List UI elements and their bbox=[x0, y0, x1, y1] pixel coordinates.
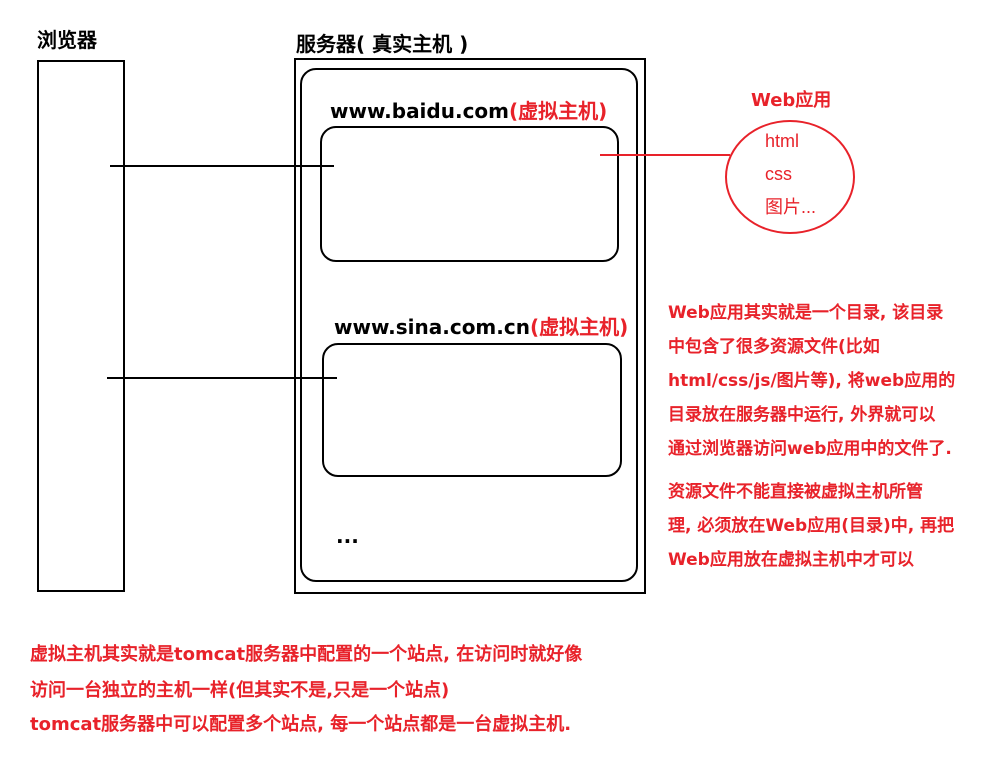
note-para1-line: Web应用其实就是一个目录, 该目录 bbox=[668, 303, 944, 323]
host-domain: www.sina.com.cn bbox=[334, 315, 530, 339]
connector-browser-host2 bbox=[107, 377, 337, 379]
host-tag: (虚拟主机) bbox=[509, 99, 608, 123]
webapp-circle bbox=[725, 120, 855, 234]
webapp-item-css: css bbox=[765, 164, 792, 184]
server-inner-box bbox=[300, 68, 638, 582]
server-label: 服务器( 真实主机 ) bbox=[296, 32, 469, 56]
note-para2-line: Web应用放在虚拟主机中才可以 bbox=[668, 550, 914, 570]
bottom-note-line: 虚拟主机其实就是tomcat服务器中配置的一个站点, 在访问时就好像 bbox=[30, 644, 583, 665]
note-para2-line: 资源文件不能直接被虚拟主机所管 bbox=[668, 482, 923, 502]
host-tag: (虚拟主机) bbox=[529, 315, 629, 339]
bottom-note-line: tomcat服务器中可以配置多个站点, 每一个站点都是一台虚拟主机. bbox=[30, 714, 572, 735]
note-para1-line: 通过浏览器访问web应用中的文件了. bbox=[668, 439, 952, 459]
note-para1-line: 目录放在服务器中运行, 外界就可以 bbox=[668, 405, 936, 425]
note-para1-line: html/css/js/图片等), 将web应用的 bbox=[668, 371, 956, 391]
host-domain: www.baidu.com bbox=[330, 99, 510, 123]
virtual-host-box-sina bbox=[322, 343, 622, 477]
bottom-note-line: 访问一台独立的主机一样(但其实不是,只是一个站点) bbox=[30, 680, 450, 701]
browser-label: 浏览器 bbox=[37, 28, 97, 52]
virtual-host-label-sina: www.sina.com.cn(虚拟主机) bbox=[334, 315, 628, 339]
virtual-host-box-baidu bbox=[320, 126, 619, 262]
connector-browser-host1 bbox=[110, 165, 334, 167]
connector-host1-webapp bbox=[600, 154, 730, 156]
note-para2-line: 理, 必须放在Web应用(目录)中, 再把 bbox=[668, 516, 955, 536]
webapp-item-images: 图片... bbox=[765, 197, 817, 217]
server-outer-box bbox=[294, 58, 646, 594]
webapp-item-html: html bbox=[765, 131, 800, 151]
more-hosts-ellipsis: ... bbox=[336, 524, 359, 548]
webapp-label: Web应用 bbox=[751, 90, 832, 111]
note-para1-line: 中包含了很多资源文件(比如 bbox=[668, 337, 880, 357]
browser-box bbox=[37, 60, 125, 592]
virtual-host-label-baidu: www.baidu.com(虚拟主机) bbox=[330, 99, 607, 123]
